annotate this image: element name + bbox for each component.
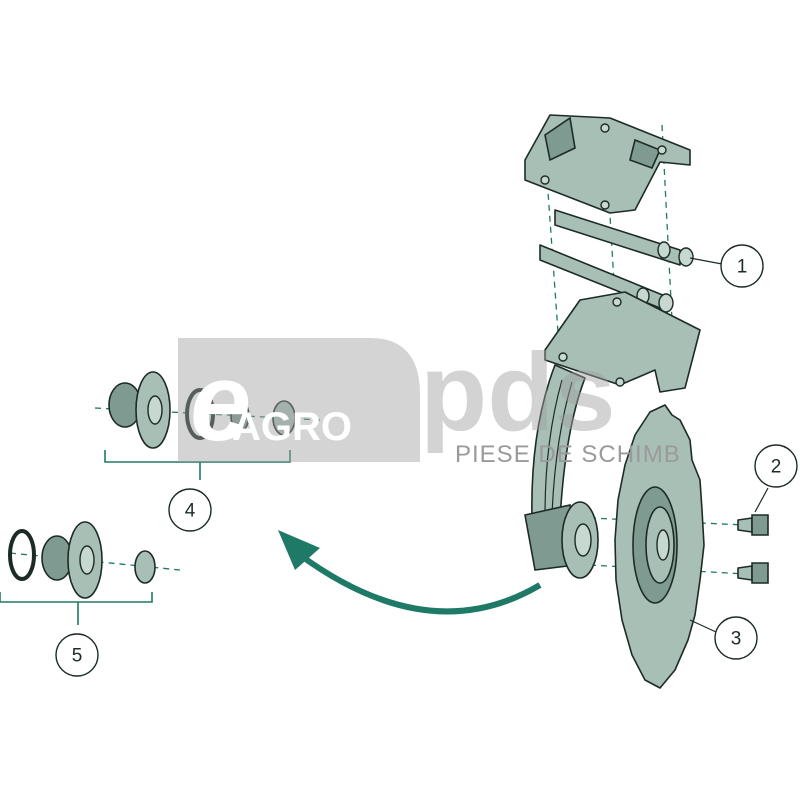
watermark-logo: e AGRO pds PIESE DE SCHIMB [178,331,681,468]
callout-3-number: 3 [731,629,742,650]
callout-4-number: 4 [185,501,196,522]
callout-5-number: 5 [72,646,83,667]
notched-disc [614,404,705,689]
watermark-e: e [190,341,251,464]
bolts [737,514,769,584]
watermark-pds: pds [420,331,616,454]
callout-4: 4 [168,488,212,532]
watermark-tagline: PIESE DE SCHIMB [455,441,681,468]
callout-1-number: 1 [737,257,748,278]
callout-2-number: 2 [771,457,782,478]
watermark-agro: AGRO [232,405,352,449]
callout-1: 1 [720,244,764,288]
callout-2: 2 [754,444,798,488]
pivot-pins [539,209,694,313]
direction-arrow [278,530,542,615]
callout-3: 3 [714,616,758,660]
bearing-kit-5 [0,521,156,625]
callout-5: 5 [55,633,99,677]
mounting-bracket-top [524,114,691,214]
bearing-kit-4 [104,371,296,480]
scraper-arm [524,291,701,579]
